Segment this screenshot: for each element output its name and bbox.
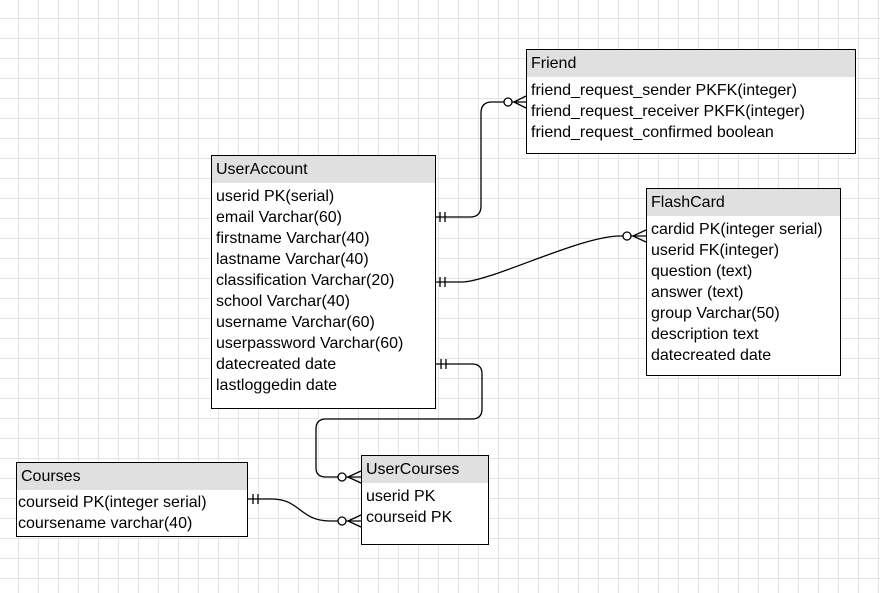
entity-field: userid FK(integer) xyxy=(651,242,780,259)
entity-title: UserCourses xyxy=(362,456,488,483)
connector-useraccount-usercourses[interactable] xyxy=(315,359,483,484)
entity-fields: userid PK courseid PK xyxy=(362,483,488,528)
entity-field: friend_request_sender PKFK(integer) xyxy=(531,82,797,99)
connector-courses-usercourses[interactable] xyxy=(248,494,362,528)
entity-field: friend_request_confirmed boolean xyxy=(531,124,774,141)
entity-fields: userid PK(serial) email Varchar(60) firs… xyxy=(212,183,435,396)
connector-useraccount-friend[interactable] xyxy=(436,95,527,222)
entity-field: answer (text) xyxy=(651,284,744,301)
entity-fields: courseid PK(integer serial) coursename v… xyxy=(17,490,247,534)
entity-field: question (text) xyxy=(651,263,753,280)
entity-field: courseid PK xyxy=(366,509,453,526)
entity-field: datecreated date xyxy=(216,356,337,373)
entity-usercourses[interactable]: UserCourses userid PK courseid PK xyxy=(361,455,489,545)
entity-courses[interactable]: Courses courseid PK(integer serial) cour… xyxy=(16,462,248,537)
entity-flashcard[interactable]: FlashCard cardid PK(integer serial) user… xyxy=(646,188,841,376)
entity-field: userid PK(serial) xyxy=(216,188,335,205)
entity-field: email Varchar(60) xyxy=(216,209,342,226)
entity-field: cardid PK(integer serial) xyxy=(651,221,823,238)
entity-field: description text xyxy=(651,326,759,343)
entity-title: Courses xyxy=(17,463,247,490)
entity-friend[interactable]: Friend friend_request_sender PKFK(intege… xyxy=(526,49,856,154)
entity-field: lastloggedin date xyxy=(216,377,337,394)
entity-field: coursename varchar(40) xyxy=(18,515,193,532)
entity-title: UserAccount xyxy=(212,156,435,183)
entity-title: Friend xyxy=(527,50,855,77)
entity-field: lastname Varchar(40) xyxy=(216,251,369,268)
entity-field: firstname Varchar(40) xyxy=(216,230,370,247)
entity-field: userid PK xyxy=(366,488,436,505)
entity-fields: friend_request_sender PKFK(integer) frie… xyxy=(527,77,855,143)
entity-fields: cardid PK(integer serial) userid FK(inte… xyxy=(647,216,840,366)
entity-field: datecreated date xyxy=(651,347,772,364)
entity-field: classification Varchar(20) xyxy=(216,272,395,289)
entity-field: username Varchar(60) xyxy=(216,314,375,331)
entity-useraccount[interactable]: UserAccount userid PK(serial) email Varc… xyxy=(211,155,436,409)
entity-field: group Varchar(50) xyxy=(651,305,780,322)
entity-field: school Varchar(40) xyxy=(216,293,350,310)
entity-title: FlashCard xyxy=(647,189,840,216)
entity-field: friend_request_receiver PKFK(integer) xyxy=(531,103,805,120)
entity-field: userpassword Varchar(60) xyxy=(216,335,404,352)
entity-field: courseid PK(integer serial) xyxy=(18,494,207,511)
connector-useraccount-flashcard[interactable] xyxy=(436,229,647,287)
